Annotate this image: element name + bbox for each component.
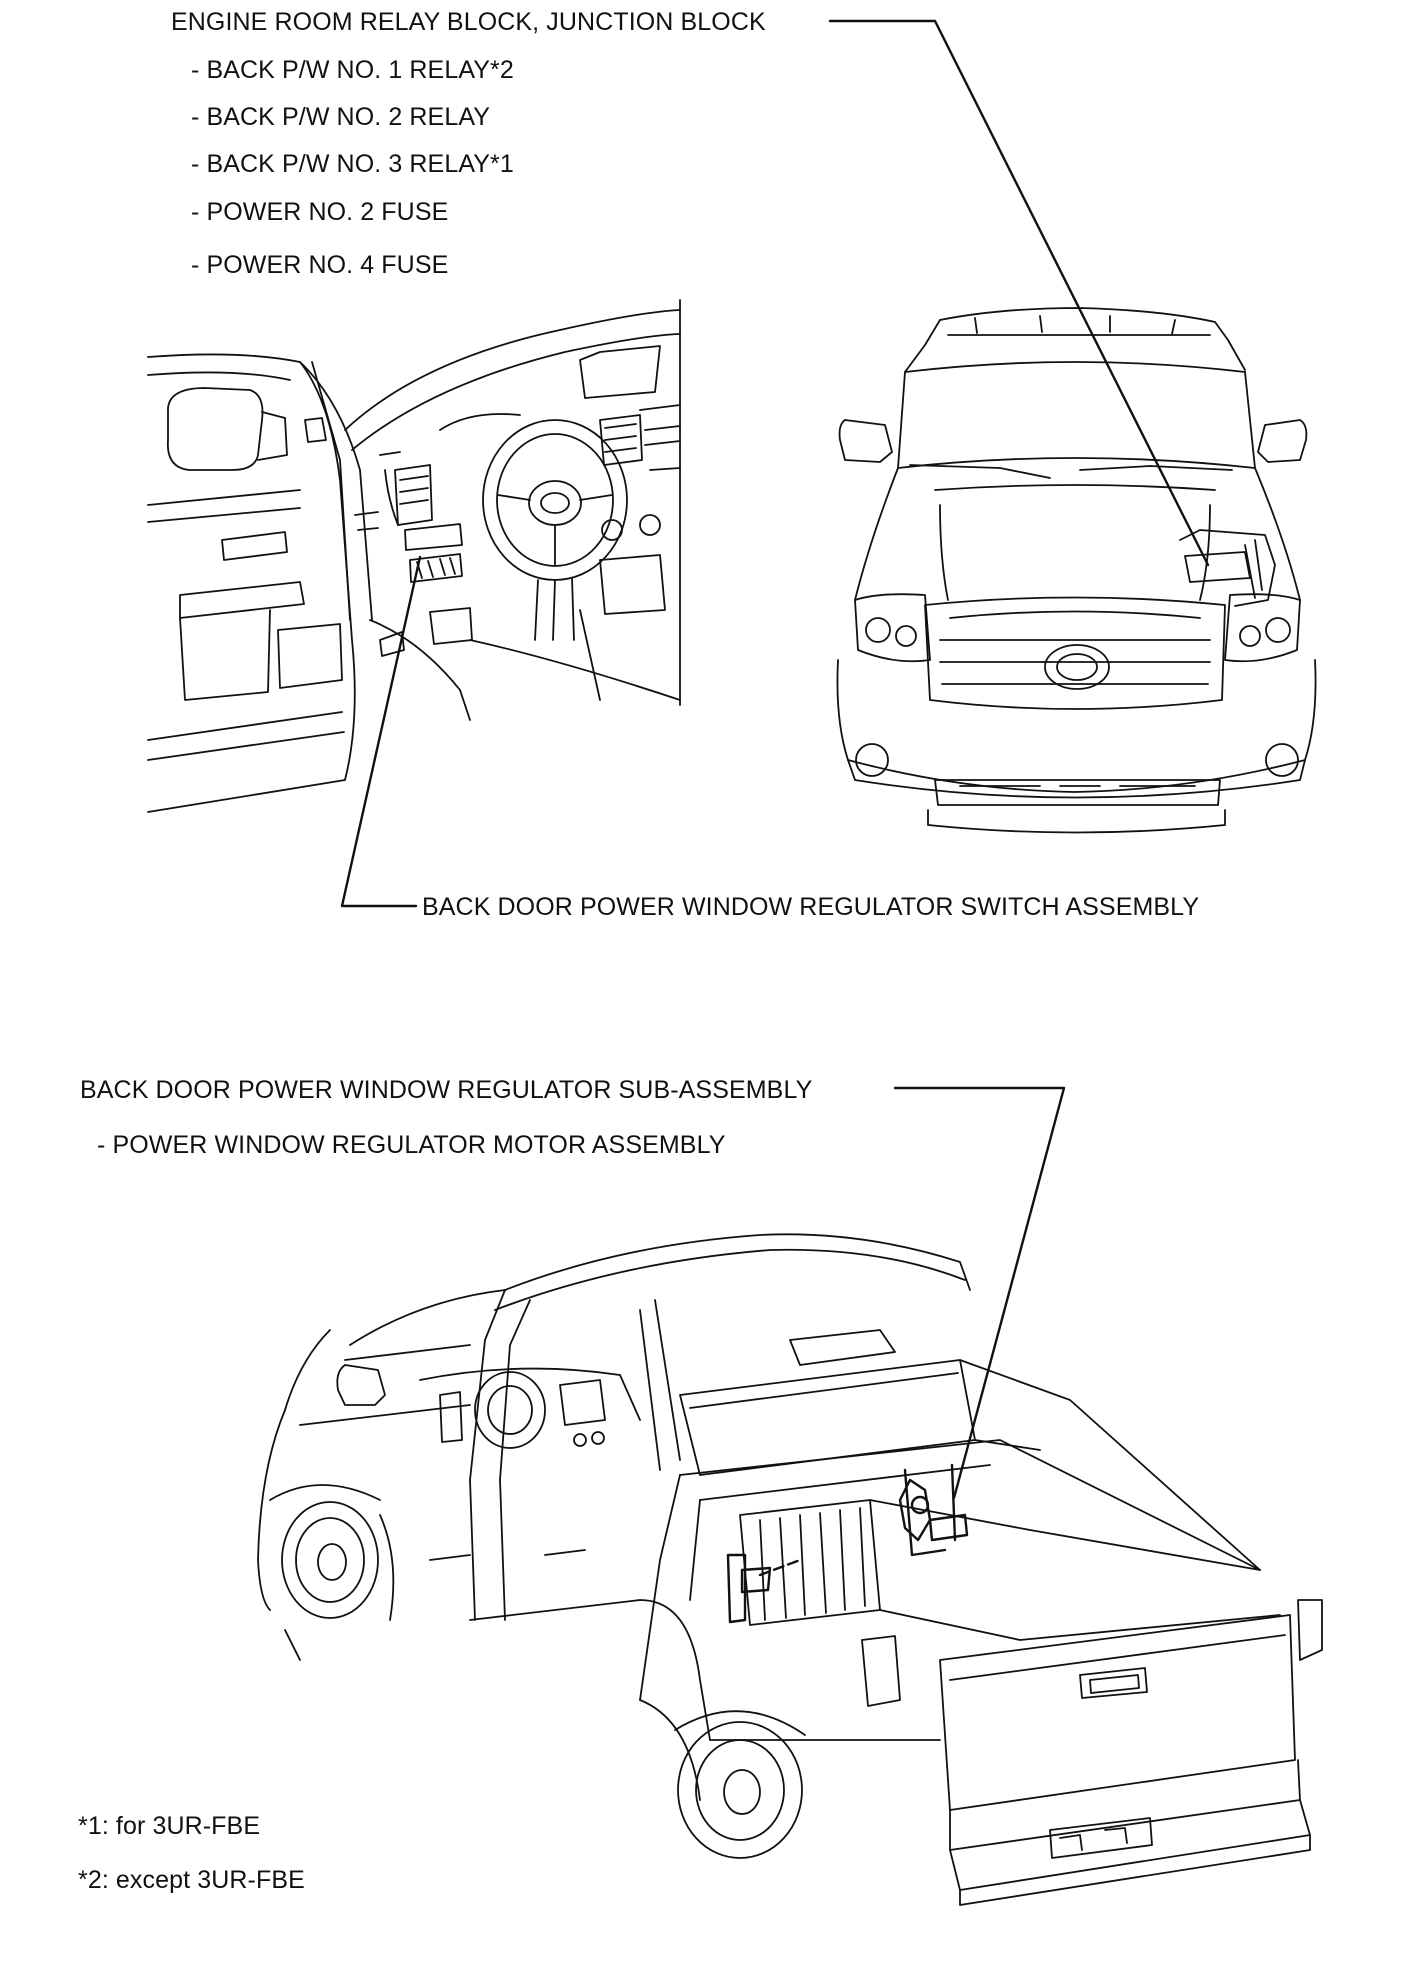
fuse-item-power-4: - POWER NO. 4 FUSE [191,251,449,279]
fuse-item-power-2: - POWER NO. 2 FUSE [191,198,449,226]
truck-rear-view-illustration [257,1233,1323,1906]
relay-item-back-pw-2: - BACK P/W NO. 2 RELAY [191,103,491,131]
regulator-sub-assembly-label: BACK DOOR POWER WINDOW REGULATOR SUB-ASS… [80,1076,813,1104]
interior-dashboard-illustration [147,299,681,813]
leader-regulator [893,1086,1066,1500]
footnote-1: *1: for 3UR-FBE [78,1812,261,1840]
footnote-2: *2: except 3UR-FBE [78,1866,305,1894]
leader-relay-block [828,19,1210,567]
relay-item-back-pw-3: - BACK P/W NO. 3 RELAY*1 [191,150,514,178]
engine-room-relay-block-label: ENGINE ROOM RELAY BLOCK, JUNCTION BLOCK [171,8,766,36]
regulator-motor-label: - POWER WINDOW REGULATOR MOTOR ASSEMBLY [97,1131,726,1159]
truck-front-view-illustration [836,307,1317,834]
leader-lines [340,19,1210,1500]
switch-assembly-label: BACK DOOR POWER WINDOW REGULATOR SWITCH … [422,893,1200,921]
relay-item-back-pw-1: - BACK P/W NO. 1 RELAY*2 [191,56,514,84]
leader-switch-assembly [340,555,422,908]
